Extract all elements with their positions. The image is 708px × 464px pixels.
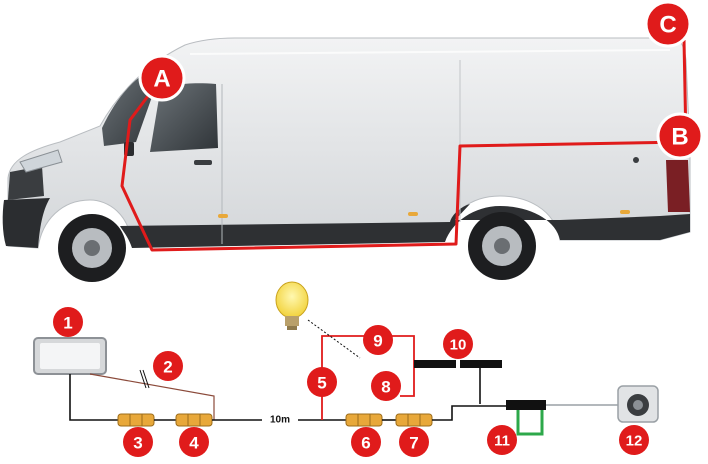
power-lead (89, 373, 215, 420)
badge-c-label: C (659, 12, 676, 39)
svg-text:6: 6 (361, 434, 370, 453)
camera-icon (617, 385, 659, 423)
svg-text:12: 12 (626, 433, 643, 450)
junction-block (506, 400, 546, 436)
van-cable-route (120, 79, 687, 252)
monitor-icon (33, 337, 107, 375)
monitor-cable (69, 374, 118, 421)
van-illustration (2, 37, 691, 282)
badge-10: 10 (443, 329, 473, 359)
badge-12: 12 (619, 425, 649, 455)
rear-wheel (468, 212, 536, 280)
cable-length-label: 10m (270, 415, 290, 426)
van-side-cladding (120, 204, 690, 248)
van-grille (8, 166, 44, 200)
svg-text:7: 7 (409, 434, 418, 453)
badge-b-label: B (671, 124, 688, 151)
badge-3: 3 (123, 427, 153, 457)
light-bulb-icon (275, 281, 309, 330)
badge-a-label: A (153, 66, 170, 93)
badge-a: A (138, 54, 186, 102)
connector-6 (345, 413, 383, 427)
van-door-handle (194, 160, 212, 165)
svg-text:10: 10 (450, 337, 467, 354)
badge-7: 7 (399, 427, 429, 457)
svg-text:5: 5 (317, 374, 326, 393)
van-headlight (19, 149, 63, 173)
badge-6: 6 (351, 427, 381, 457)
svg-text:11: 11 (494, 433, 510, 450)
badge-b: B (656, 112, 704, 160)
badge-1: 1 (53, 307, 83, 337)
front-wheel (58, 214, 126, 282)
badge-4: 4 (179, 427, 209, 457)
svg-text:3: 3 (133, 434, 142, 453)
svg-text:1: 1 (63, 314, 72, 333)
badge-9: 9 (363, 325, 393, 355)
badge-2: 2 (153, 351, 183, 381)
svg-text:4: 4 (189, 434, 199, 453)
badge-11: 11 (487, 425, 517, 455)
svg-text:9: 9 (373, 332, 382, 351)
power-split-bar (414, 360, 502, 368)
svg-text:8: 8 (381, 378, 390, 397)
badge-c: C (644, 0, 692, 48)
van-rear-lamp (666, 160, 690, 212)
svg-text:2: 2 (163, 358, 172, 377)
badge-8: 8 (371, 371, 401, 401)
badge-5: 5 (307, 367, 337, 397)
connector-3 (117, 413, 155, 427)
connector-4 (175, 413, 213, 427)
van-front-bumper (2, 198, 51, 248)
connector-7 (395, 413, 433, 427)
